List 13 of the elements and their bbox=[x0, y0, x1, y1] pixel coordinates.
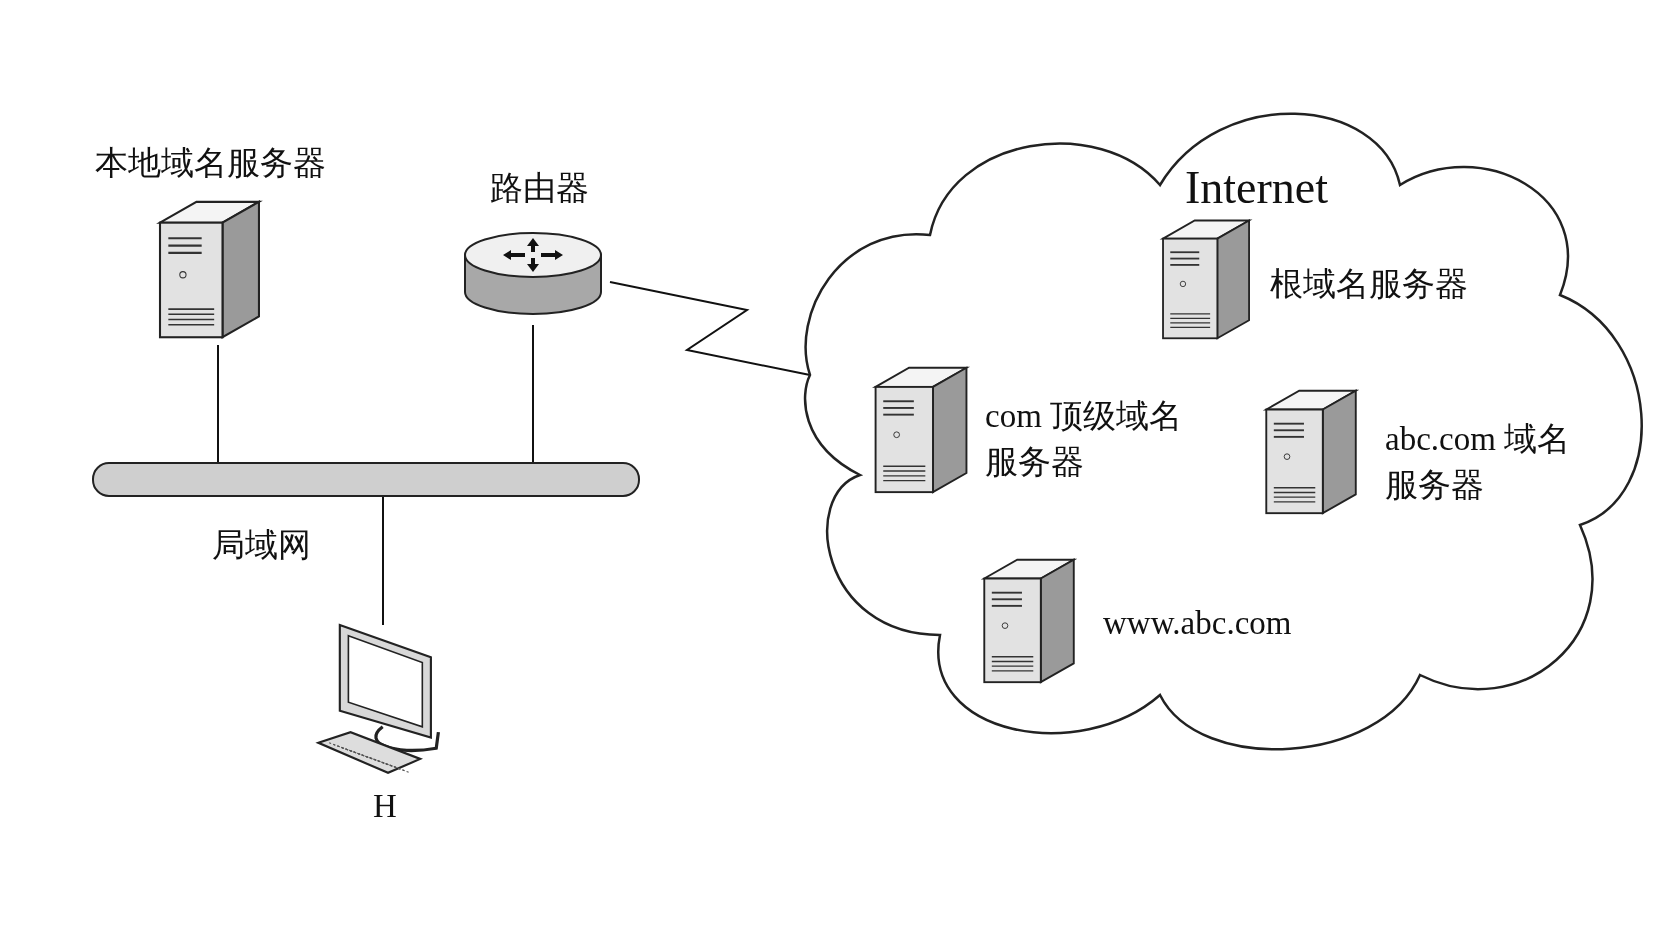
device-label: 路由器 bbox=[490, 169, 589, 208]
device-label: abc.com 域名服务器 bbox=[1385, 420, 1572, 506]
device-label: 本地域名服务器 bbox=[95, 144, 326, 183]
connection-line bbox=[532, 324, 534, 463]
connection-line bbox=[382, 496, 384, 626]
network-label: 局域网 bbox=[212, 526, 311, 565]
device-label: www.abc.com bbox=[1103, 604, 1292, 643]
device-label: H bbox=[373, 787, 397, 826]
connection-line bbox=[217, 344, 219, 463]
device-label: com 顶级域名服务器 bbox=[985, 397, 1184, 483]
wan-link bbox=[609, 281, 811, 376]
cloud-title: Internet bbox=[1185, 163, 1329, 214]
device-label: 根域名服务器 bbox=[1270, 265, 1468, 304]
